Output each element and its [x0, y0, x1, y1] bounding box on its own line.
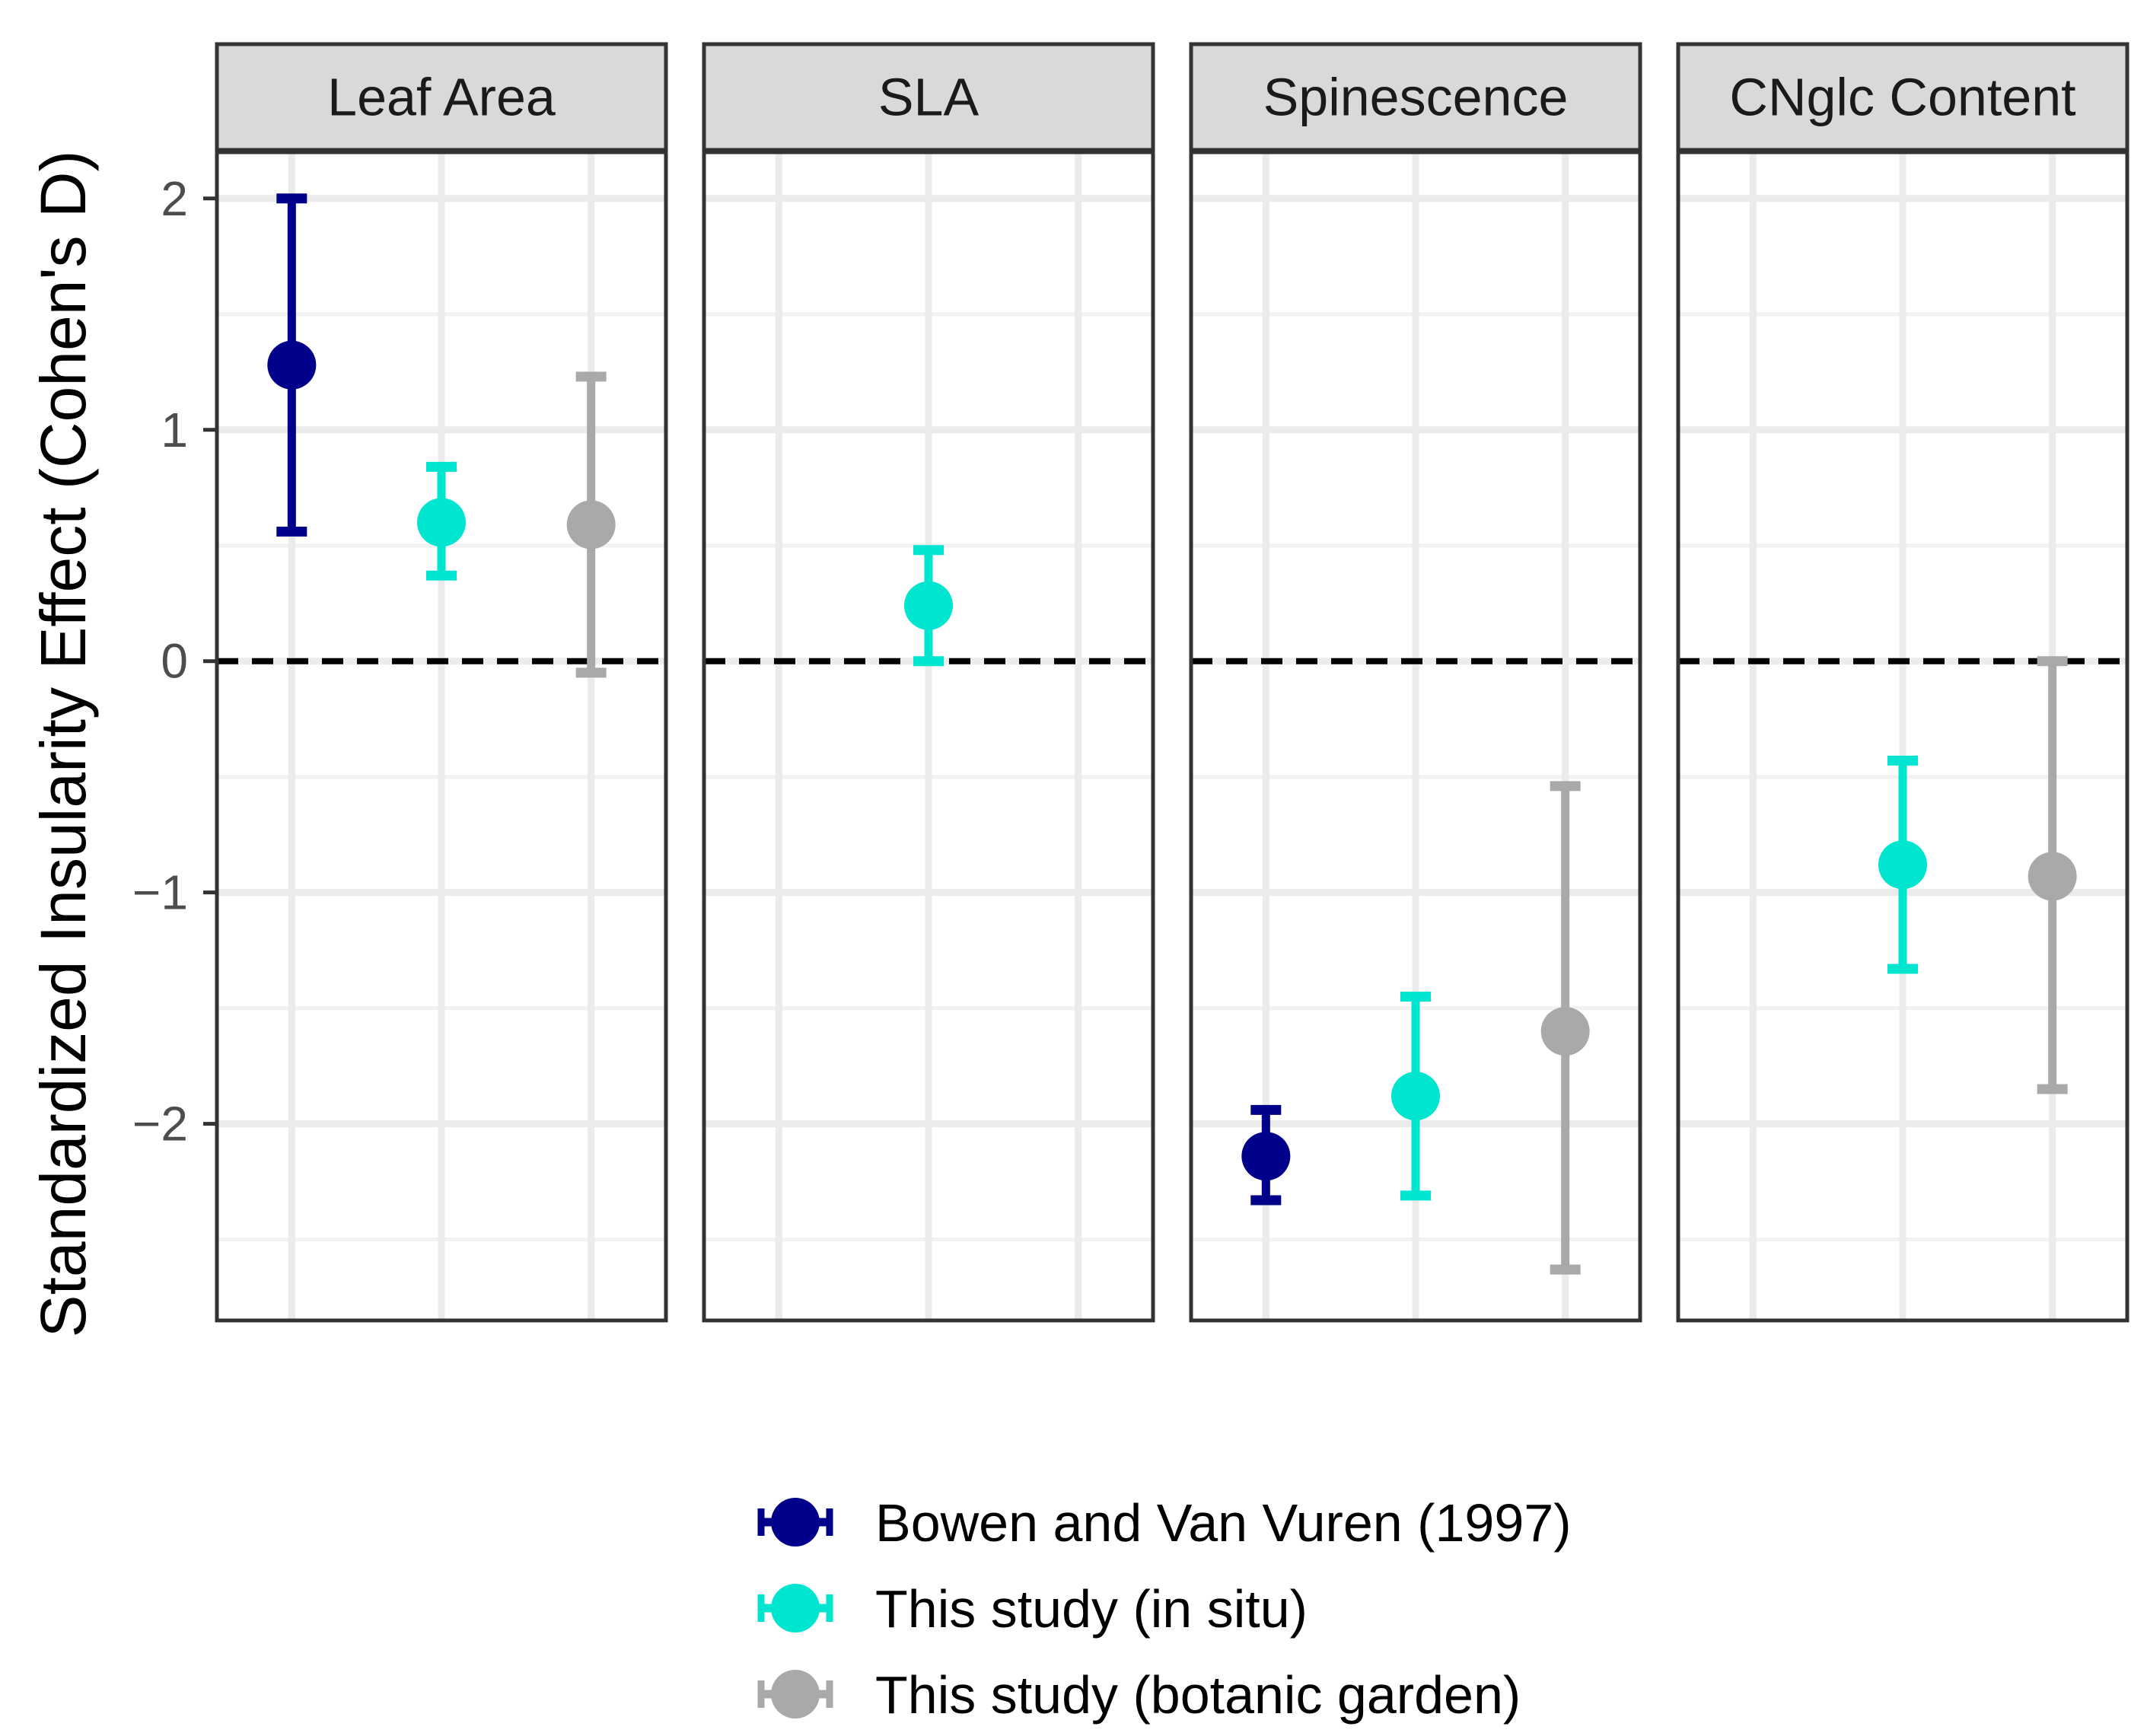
data-point-group [1391, 991, 1440, 1201]
panel-border [1189, 150, 1642, 1323]
panel-border [215, 150, 668, 1323]
legend-item: Bowen and Van Vuren (1997) [757, 1493, 1572, 1553]
data-point [1391, 1072, 1440, 1121]
facet-strip-label: CNglc Content [1729, 68, 2075, 127]
facet-panel: Spinescence [1189, 42, 1642, 1323]
data-point [566, 500, 616, 549]
data-point [904, 581, 953, 630]
data-point-group [566, 371, 616, 678]
legend-item: This study (botanic garden) [757, 1665, 1521, 1725]
legend-key-point [771, 1584, 820, 1632]
y-tick-label: −1 [132, 865, 188, 920]
data-point-group [2028, 656, 2077, 1094]
panel-border [1676, 150, 2129, 1323]
facet-strip-label: Leaf Area [327, 68, 556, 127]
legend: Bowen and Van Vuren (1997) This study (in… [757, 1493, 1572, 1725]
legend-label: This study (botanic garden) [875, 1665, 1521, 1725]
data-point-group [1241, 1104, 1291, 1206]
facet-strip-label: SLA [878, 68, 980, 127]
facet-strip [702, 42, 1155, 152]
y-tick-label: 1 [161, 403, 188, 457]
y-axis-title: Standardized Insularity Effect (Cohen's … [27, 151, 99, 1338]
data-point [267, 340, 317, 390]
y-tick-label: −2 [132, 1097, 188, 1151]
data-point-group [1540, 781, 1590, 1275]
legend-item: This study (in situ) [757, 1579, 1308, 1639]
data-point-group [1878, 755, 1927, 974]
data-point-group [904, 545, 953, 667]
legend-label: Bowen and Van Vuren (1997) [875, 1493, 1572, 1553]
facet-strip [1676, 42, 2129, 152]
facet-panel: Leaf Area [215, 42, 668, 1323]
data-point [1878, 840, 1927, 890]
data-point-group [267, 193, 317, 537]
data-point [1241, 1132, 1291, 1181]
data-point [417, 498, 466, 547]
y-axis: 2 1 0 −1 −2 [132, 171, 217, 1151]
facet-panels: Leaf Area SLA Spinescence CNglc Content [215, 42, 2129, 1323]
y-tick-label: 0 [161, 634, 188, 689]
legend-label: This study (in situ) [875, 1579, 1308, 1639]
facet-panel: SLA [702, 42, 1155, 1323]
facet-strip [215, 42, 668, 152]
legend-key-point [771, 1498, 820, 1546]
data-point-group [417, 461, 466, 581]
legend-key-point [771, 1670, 820, 1718]
data-point [1540, 1007, 1590, 1056]
facet-strip [1189, 42, 1642, 152]
panel-border [702, 150, 1155, 1323]
y-tick-label: 2 [161, 171, 188, 226]
facet-strip-label: Spinescence [1263, 68, 1569, 127]
facet-panel: CNglc Content [1676, 42, 2129, 1323]
data-point [2028, 852, 2077, 901]
